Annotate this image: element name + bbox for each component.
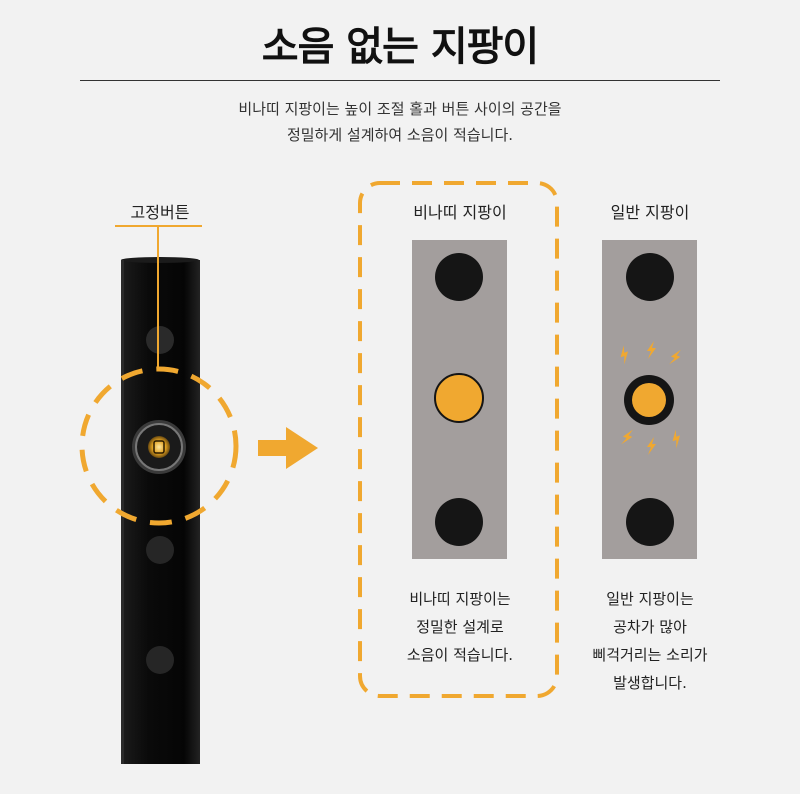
- description: 비나띠 지팡이는 높이 조절 홀과 버튼 사이의 공간을 정밀하게 설계하여 소…: [0, 96, 800, 148]
- vinatti-caption: 비나띠 지팡이는 정밀한 설계로 소음이 적습니다.: [370, 585, 550, 669]
- vinatti-heading: 비나띠 지팡이: [413, 203, 507, 222]
- description-line-2: 정밀하게 설계하여 소음이 적습니다.: [286, 126, 514, 144]
- vinatti-caption-line: 정밀한 설계로: [416, 618, 504, 636]
- regular-caption-line: 발생합니다.: [613, 674, 687, 692]
- lock-button-label: 고정버튼: [130, 203, 190, 222]
- vinatti-caption-line: 소음이 적습니다.: [406, 646, 514, 664]
- regular-caption: 일반 지팡이는 공차가 많아 삐걱거리는 소리가 발생합니다.: [560, 585, 740, 697]
- regular-caption-line: 공차가 많아: [613, 618, 687, 636]
- regular-caption-line: 삐걱거리는 소리가: [592, 646, 708, 664]
- arrow-right-icon: [258, 427, 318, 469]
- title-divider: [80, 80, 720, 81]
- description-line-1: 비나띠 지팡이는 높이 조절 홀과 버튼 사이의 공간을: [238, 100, 562, 118]
- regular-heading: 일반 지팡이: [610, 203, 690, 222]
- regular-caption-line: 일반 지팡이는: [606, 590, 694, 608]
- regular-panel: [602, 240, 697, 559]
- vinatti-caption-line: 비나띠 지팡이는: [409, 590, 511, 608]
- lock-button: [132, 420, 186, 474]
- vinatti-panel: [412, 240, 507, 559]
- cane-hole: [146, 536, 174, 564]
- cane-hole: [146, 326, 174, 354]
- page-title: 소음 없는 지팡이: [261, 24, 539, 70]
- cane-hole: [146, 646, 174, 674]
- zoom-highlight-circle: [79, 366, 239, 526]
- highlight-box: [358, 181, 559, 698]
